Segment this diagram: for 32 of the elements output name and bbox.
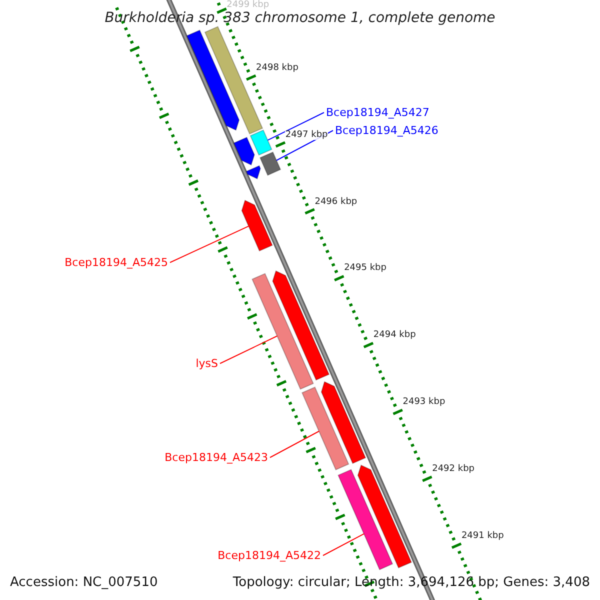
gene-feature	[186, 30, 240, 131]
gene-feature	[259, 151, 282, 176]
gene-label: Bcep18194_A5423	[164, 452, 268, 463]
tick-label: 2495 kbp	[344, 264, 386, 274]
gene-feature	[252, 272, 314, 390]
gene-label: Bcep18194_A5427	[326, 107, 430, 118]
tick-label: 2496 kbp	[314, 198, 358, 207]
tick-label: 2491 kbp	[461, 532, 504, 541]
gene-label: Bcep18194_A5425	[64, 257, 168, 268]
tick-label: 2498 kbp	[256, 64, 298, 73]
gene-label: Bcep18194_A5426	[335, 125, 438, 136]
leader-line	[267, 112, 324, 141]
tick-label: 2493 kbp	[402, 398, 446, 408]
gene-feature	[250, 129, 272, 156]
leader-line	[270, 430, 320, 458]
tick-label: 2492 kbp	[432, 465, 474, 474]
gene-feature	[338, 468, 394, 570]
accession-text: Accession: NC_007510	[10, 576, 158, 589]
tick-label: 2497 kbp	[285, 130, 328, 140]
gene-feature	[357, 464, 412, 568]
gene-feature	[233, 136, 255, 166]
gene-label: lysS	[196, 358, 218, 369]
tick-label: 2494 kbp	[373, 331, 416, 340]
leader-line	[170, 226, 250, 263]
gene-feature	[272, 270, 330, 381]
leader-line	[322, 533, 364, 556]
gene-label: Bcep18194_A5422	[218, 550, 321, 561]
tick-label: 2499 kbp	[226, 1, 270, 10]
gene-feature	[246, 165, 261, 180]
gene-feature	[301, 386, 350, 470]
gene-feature	[320, 381, 366, 464]
gene-feature	[241, 200, 273, 252]
